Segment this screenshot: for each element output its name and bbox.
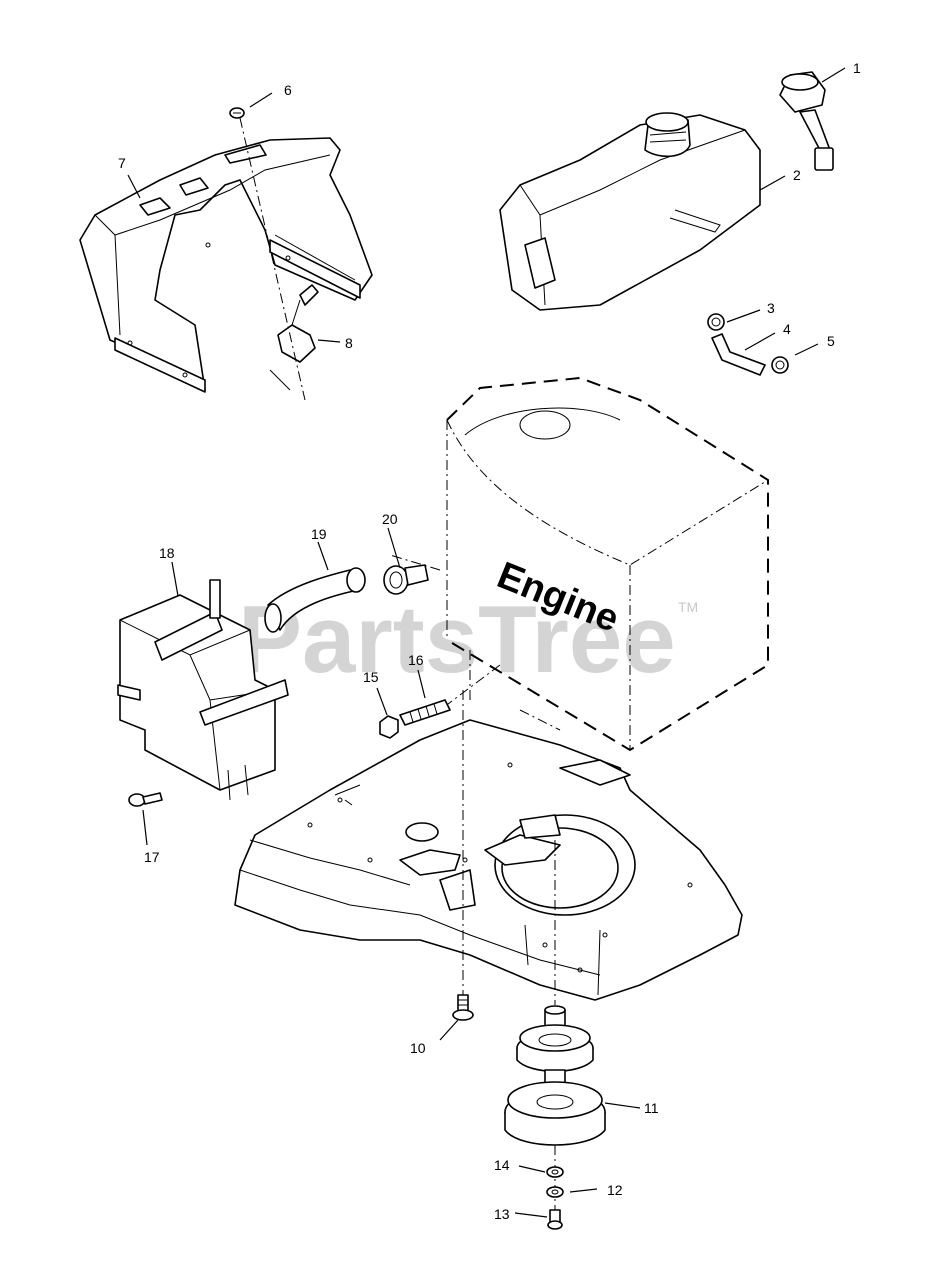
pulley-assembly [504,1005,606,1146]
callout-7: 7 [118,155,126,171]
callout-6: 6 [284,82,292,98]
callout-16: 16 [408,652,424,668]
throttle-control [269,284,319,391]
dash-panel [79,137,373,393]
bolt-10 [452,994,474,1021]
callout-20: 20 [382,511,398,527]
callout-1: 1 [853,60,861,76]
callout-14: 14 [494,1157,510,1173]
leader-lines [127,67,846,1218]
callout-15: 15 [363,669,379,685]
screw-17 [128,792,163,807]
callout-19: 19 [311,526,327,542]
callout-13: 13 [494,1206,510,1222]
washers-bolt [546,1166,564,1230]
frame [234,719,743,1001]
screw-6 [229,107,245,119]
engine-outline: Engine [446,376,769,752]
callout-11: 11 [644,1100,659,1116]
stud-16 [399,699,451,726]
callout-18: 18 [159,545,175,561]
callout-2: 2 [793,167,801,183]
muffler-shield [117,579,289,801]
callout-4: 4 [783,321,791,337]
fuel-line [707,313,789,376]
exhaust-hose [264,567,366,633]
callout-12: 12 [607,1182,623,1198]
callout-8: 8 [345,335,353,351]
fuel-cap [779,71,834,171]
nut-15 [379,715,399,739]
fuel-tank [499,112,761,311]
callout-17: 17 [144,849,160,865]
callout-10: 10 [410,1040,426,1056]
callout-labels: 1 2 3 4 5 6 7 8 10 11 12 13 14 15 16 17 … [118,60,861,1222]
callout-3: 3 [767,300,775,316]
alignment-lines [239,117,556,1215]
exhaust-clamp [383,564,429,595]
watermark-tm: TM [678,599,698,615]
callout-5: 5 [827,333,835,349]
